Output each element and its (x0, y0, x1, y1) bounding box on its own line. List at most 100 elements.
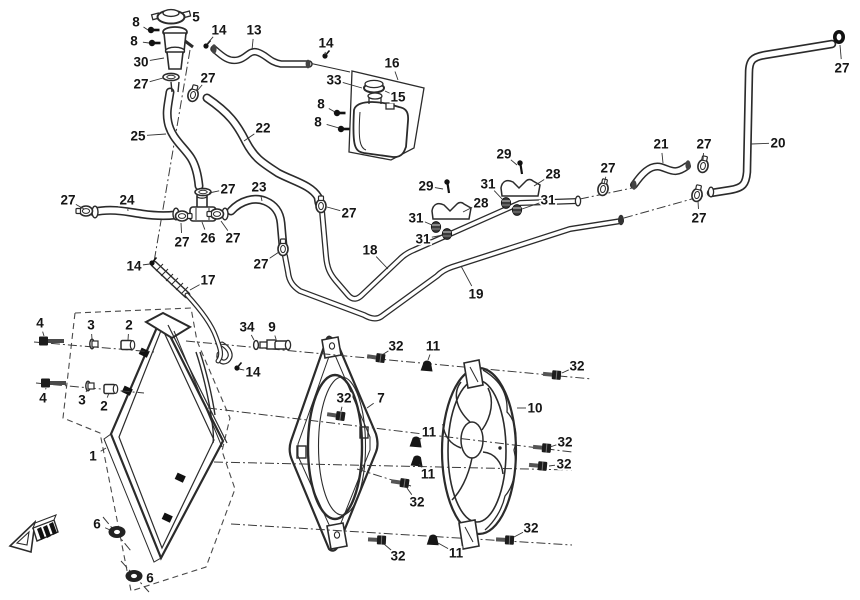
grommet-6 (125, 570, 143, 582)
leader-line-25 (146, 133, 167, 136)
part-label-27: 27 (200, 71, 215, 86)
bolt-32 (366, 351, 387, 364)
leader-line-11 (418, 437, 423, 441)
clamps-and-clips (75, 30, 845, 372)
bracket-28 (500, 178, 541, 197)
leader-line-11 (437, 542, 449, 550)
part-label-31: 31 (415, 232, 431, 247)
part-label-14: 14 (126, 259, 142, 274)
part-label-8: 8 (130, 34, 138, 49)
shroud-opening (306, 373, 364, 521)
part-label-27: 27 (225, 231, 240, 246)
leader-line-9 (274, 335, 277, 340)
overflow-hose-17 (150, 260, 221, 361)
part-label-31: 31 (540, 193, 556, 208)
part-label-26: 26 (200, 231, 216, 246)
bolt-4 (39, 336, 64, 346)
clamp-27 (75, 205, 94, 217)
leader-line-27 (839, 44, 842, 60)
leader-line-32 (513, 531, 524, 538)
part-label-27: 27 (600, 161, 615, 176)
leader-line-32 (406, 487, 413, 495)
part-label-11: 11 (449, 546, 464, 561)
part-label-10: 10 (527, 401, 542, 416)
part-label-15: 15 (390, 90, 406, 105)
part-label-32: 32 (569, 359, 584, 374)
part-label-8: 8 (317, 97, 325, 112)
leader-line-33 (342, 82, 363, 89)
leader-line-18 (375, 256, 389, 270)
part-label-23: 23 (251, 180, 267, 195)
part-label-3: 3 (78, 393, 86, 408)
part-label-4: 4 (39, 391, 47, 406)
clamp-27 (689, 183, 705, 204)
part-label-29: 29 (418, 179, 433, 194)
part-label-18: 18 (362, 243, 378, 258)
leader-line-27 (220, 220, 229, 231)
hose-25 (167, 92, 199, 186)
part-label-32: 32 (336, 391, 351, 406)
pipe-mount-hardware (430, 159, 541, 240)
overflow-nipple (184, 39, 194, 49)
rubber-cap-11 (410, 454, 424, 467)
part-label-27: 27 (341, 206, 356, 221)
bushing-31 (441, 228, 453, 240)
leader-line-29 (510, 159, 518, 166)
radiator-mount-hardware (39, 336, 143, 582)
screw-29 (516, 159, 524, 176)
part-label-20: 20 (770, 136, 785, 151)
bolt-8 (148, 39, 161, 47)
leader-line-31 (431, 234, 444, 238)
leader-line-8 (328, 108, 336, 113)
cooling-fan (440, 359, 518, 550)
leader-line-14 (142, 263, 151, 266)
bolt-32 (528, 459, 548, 472)
leader-line-32 (548, 464, 556, 467)
leader-line-32 (561, 369, 570, 374)
leader-line-27 (149, 77, 164, 83)
part-label-2: 2 (125, 318, 133, 333)
part-label-27: 27 (220, 182, 235, 197)
part-label-17: 17 (200, 273, 215, 288)
hose-13 (214, 49, 309, 64)
washer-3 (89, 338, 99, 350)
leader-line-15 (384, 90, 391, 94)
leader-line-13 (251, 38, 254, 51)
part-label-27: 27 (691, 211, 706, 226)
leader-line-31 (424, 221, 433, 226)
part-label-8: 8 (132, 15, 140, 30)
reservoir-tank-assembly (348, 70, 425, 161)
leader-line-14 (238, 368, 245, 371)
part-label-4: 4 (36, 316, 44, 331)
part-label-28: 28 (545, 167, 561, 182)
fan-shroud (288, 335, 379, 552)
assembly-boundary (62, 307, 236, 592)
leader-line-1 (100, 447, 107, 452)
leader-line-27 (268, 251, 280, 260)
part-label-7: 7 (377, 391, 385, 406)
part-label-31: 31 (408, 211, 424, 226)
gasket-27 (162, 72, 180, 82)
leader-line-11 (418, 463, 423, 468)
leader-line-4 (42, 331, 45, 337)
part-label-31: 31 (480, 177, 496, 192)
part-label-6: 6 (93, 517, 101, 532)
leader-line-32 (340, 406, 343, 412)
clamp-27 (833, 30, 845, 44)
bolt-32 (367, 534, 387, 546)
part-label-21: 21 (653, 137, 669, 152)
leader-line-29 (434, 187, 444, 190)
bushing-31 (430, 221, 442, 233)
leader-line-19 (460, 265, 473, 287)
leader-line-8 (143, 26, 149, 31)
part-label-22: 22 (255, 121, 270, 136)
clamp-27 (185, 83, 202, 104)
shroud-top-tab (321, 336, 342, 359)
part-label-6: 6 (146, 571, 154, 586)
part-label-30: 30 (133, 55, 148, 70)
part-label-1: 1 (89, 449, 97, 464)
leader-line-17 (189, 283, 201, 291)
radiator-side-tube (195, 351, 216, 444)
